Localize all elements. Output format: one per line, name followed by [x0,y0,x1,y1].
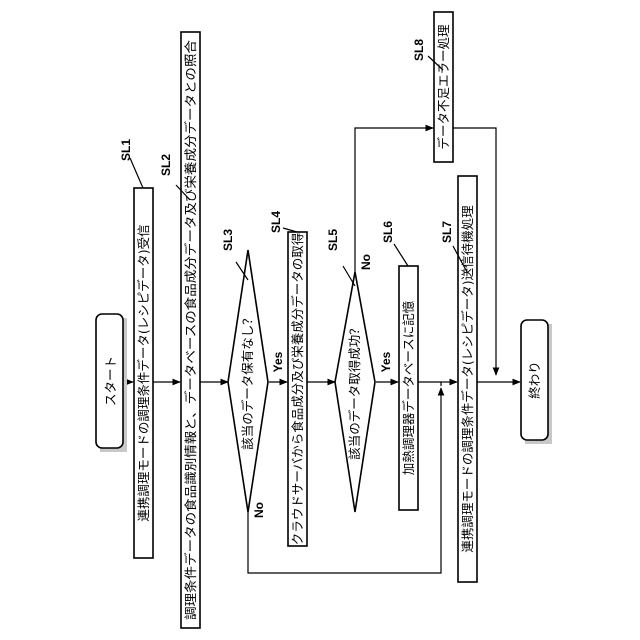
decision-sl5: 該当のデータ取得成功？ SL5 Yes No [326,229,393,512]
end-terminal: 終わり [521,320,552,444]
label-sl6: SL6 [381,221,395,243]
label-sl4: SL4 [269,211,283,233]
sl3-yes-label: Yes [271,351,285,372]
start-text: スタート [103,356,118,406]
label-sl3: SL3 [221,229,235,251]
step-sl2-text: 調理条件データの食品識別情報と、データベースの食品成分データ及び栄養成分データと… [183,39,198,620]
step-sl8: データ不足エラー処理 SL8 [412,12,453,162]
step-sl8-text: データ不足エラー処理 [436,24,451,150]
decision-sl3-text: 該当のデータ保有なし？ [240,312,255,450]
label-sl2: SL2 [159,154,173,176]
end-text: 終わり [527,361,542,399]
step-sl1-text: 連携調理モードの調理条件データ(レシピデータ)受信 [136,224,151,521]
label-sl5: SL5 [326,229,340,251]
decision-sl5-text: 該当のデータ取得成功？ [347,322,362,460]
start-terminal: スタート [96,314,127,452]
step-sl7-text: 連携調理モードの調理条件データ(レシピデータ)送信待機処理 [460,205,475,553]
sl3-no-label: No [252,502,266,518]
step-sl4-text: クラウドサーバから食品成分及び栄養成分データの取得 [290,233,305,545]
step-sl6-text: 加熱調理器データベースに記憶 [401,300,416,475]
step-sl4: クラウドサーバから食品成分及び栄養成分データの取得 SL4 [269,211,307,546]
step-sl2: 調理条件データの食品識別情報と、データベースの食品成分データ及び栄養成分データと… [159,32,200,628]
label-sl8: SL8 [412,39,426,61]
step-sl7: 連携調理モードの調理条件データ(レシピデータ)送信待機処理 SL7 [440,176,477,582]
sl5-no-label: No [359,254,373,270]
label-sl1: SL1 [119,139,133,161]
sl5-yes-label: Yes [379,351,393,372]
decision-sl3: 該当のデータ保有なし？ SL3 Yes No [221,229,285,518]
label-sl7: SL7 [440,221,454,243]
